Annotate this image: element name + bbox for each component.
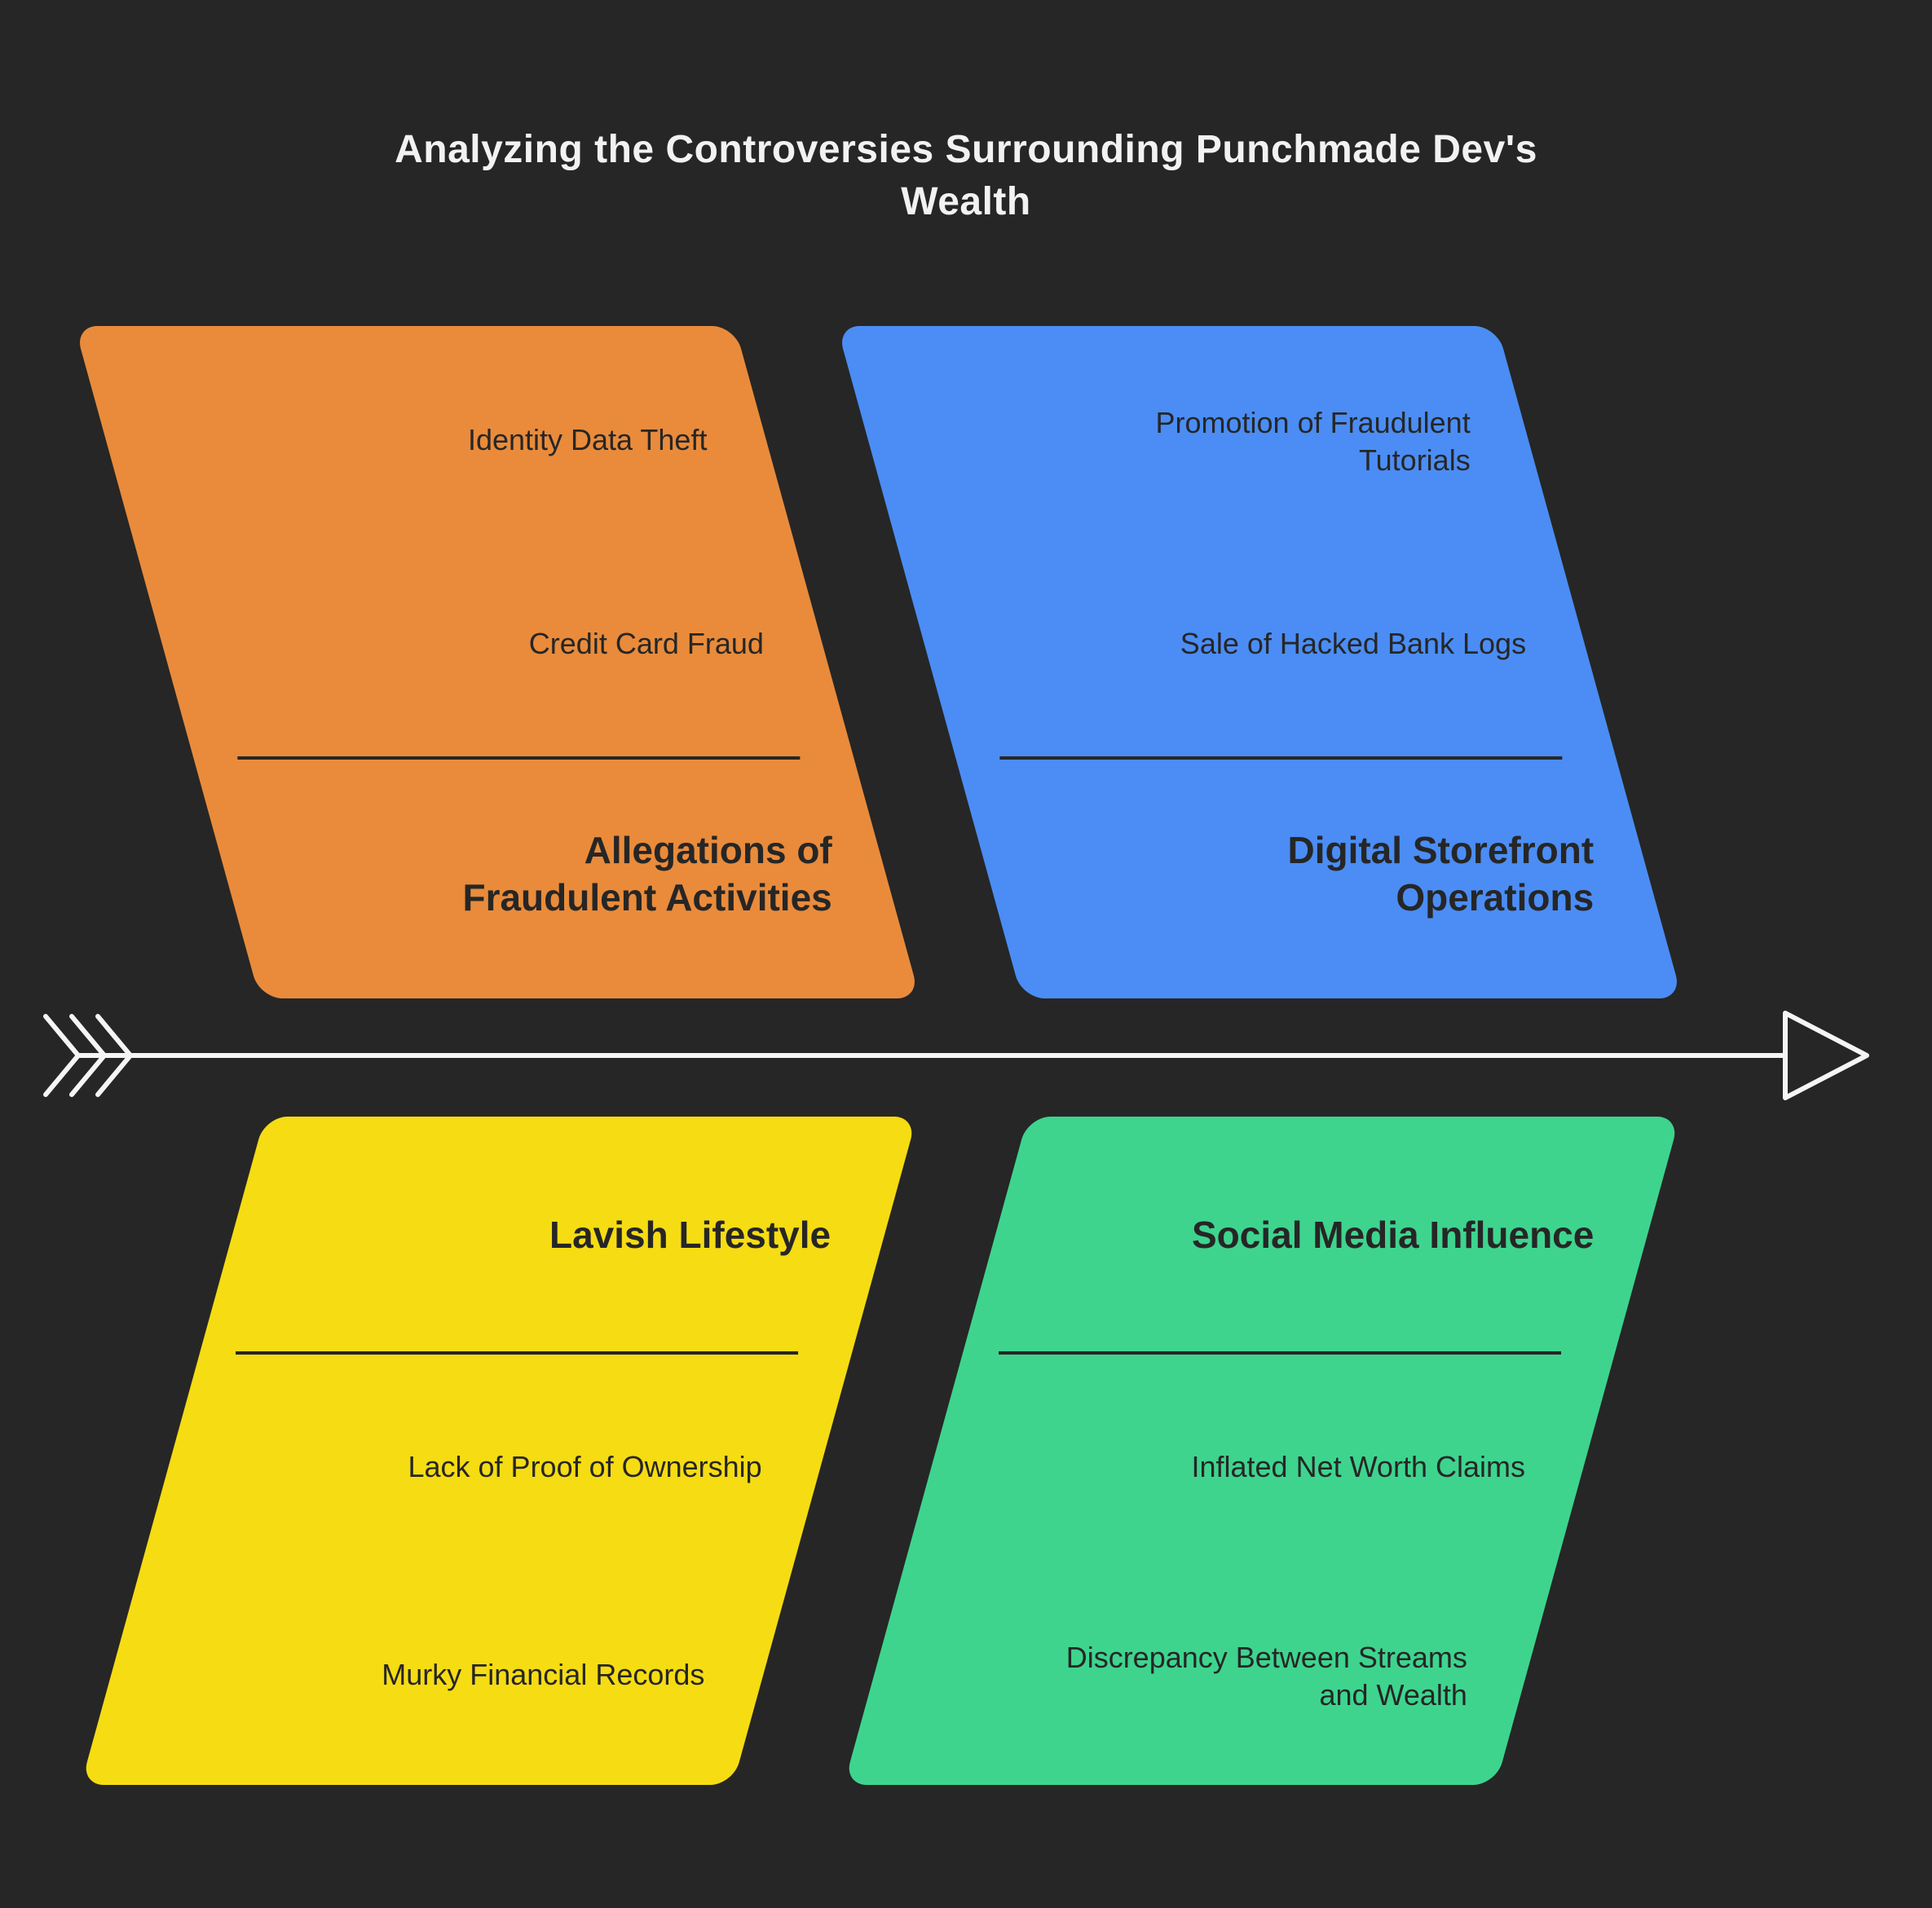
branch-heading: Digital Storefront Operations bbox=[1287, 829, 1595, 919]
branch-item: Lack of Proof of Ownership bbox=[408, 1450, 762, 1483]
branch-item: Discrepancy Between Streams and Wealth bbox=[1065, 1641, 1467, 1712]
branch-item: Credit Card Fraud bbox=[528, 627, 764, 660]
branch-fraudulent-activities: Identity Data Theft Credit Card Fraud Al… bbox=[74, 326, 920, 998]
timeline-arrow bbox=[43, 1011, 1869, 1100]
branch-item: Murky Financial Records bbox=[382, 1658, 705, 1691]
branch-heading: Social Media Influence bbox=[1191, 1214, 1594, 1256]
arrow-tail-chevron-icon bbox=[43, 1014, 81, 1097]
branch-lavish-lifestyle: Lavish Lifestyle Lack of Proof of Owners… bbox=[81, 1117, 917, 1785]
branch-item: Identity Data Theft bbox=[468, 423, 708, 456]
diagram-title: Analyzing the Controversies Surrounding … bbox=[395, 128, 1537, 223]
branch-divider bbox=[237, 756, 801, 760]
branch-social-media-influence: Social Media Influence Inflated Net Wort… bbox=[844, 1117, 1680, 1785]
branch-item: Promotion of Fraudulent Tutorials bbox=[1155, 406, 1471, 477]
branch-item: Inflated Net Worth Claims bbox=[1191, 1450, 1525, 1483]
arrow-head-icon bbox=[1783, 1011, 1869, 1100]
branch-digital-storefront: Promotion of Fraudulent Tutorials Sale o… bbox=[836, 326, 1683, 998]
branch-heading: Lavish Lifestyle bbox=[549, 1214, 831, 1256]
branch-divider bbox=[999, 756, 1563, 760]
branch-divider bbox=[999, 1351, 1562, 1355]
branch-divider bbox=[236, 1351, 799, 1355]
branch-item: Sale of Hacked Bank Logs bbox=[1180, 627, 1526, 660]
branch-heading: Allegations of Fraudulent Activities bbox=[462, 829, 832, 919]
